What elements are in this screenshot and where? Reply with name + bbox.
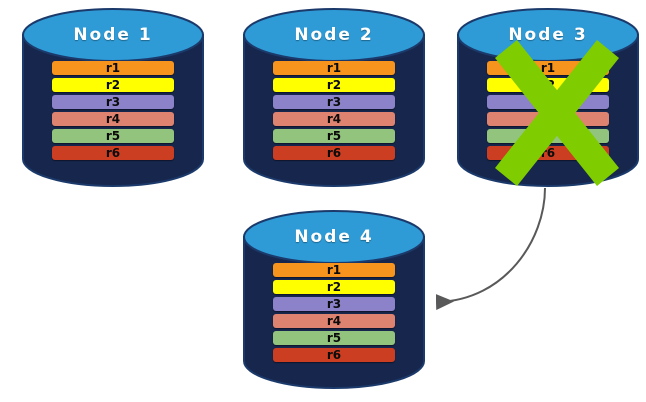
node-3-row-r2[interactable]: r2 [487,78,609,92]
node-4-row-r4[interactable]: r4 [273,314,395,328]
node-2-row-r3[interactable]: r3 [273,95,395,109]
node-3-rows: r1 r2 r3 r4 r5 r6 [487,61,609,160]
node-1-row-r6[interactable]: r6 [52,146,174,160]
node-4-row-r3[interactable]: r3 [273,297,395,311]
node-3-row-r3[interactable]: r3 [487,95,609,109]
node-1-row-r1[interactable]: r1 [52,61,174,75]
node-2[interactable]: Node 2 r1 r2 r3 r4 r5 r6 [243,8,425,187]
node-2-row-r5[interactable]: r5 [273,129,395,143]
node-4-row-r6[interactable]: r6 [273,348,395,362]
node-3-row-r4[interactable]: r4 [487,112,609,126]
node-4-row-r2[interactable]: r2 [273,280,395,294]
node-2-row-r6[interactable]: r6 [273,146,395,160]
node-2-row-r1[interactable]: r1 [273,61,395,75]
node-2-row-r2[interactable]: r2 [273,78,395,92]
node-1-row-r3[interactable]: r3 [52,95,174,109]
node-4-row-r1[interactable]: r1 [273,263,395,277]
node-3-row-r5[interactable]: r5 [487,129,609,143]
node-4-rows: r1 r2 r3 r4 r5 r6 [273,263,395,362]
node-2-rows: r1 r2 r3 r4 r5 r6 [273,61,395,160]
node-2-row-r4[interactable]: r4 [273,112,395,126]
node-4-row-r5[interactable]: r5 [273,331,395,345]
node-1[interactable]: Node 1 r1 r2 r3 r4 r5 r6 [22,8,204,187]
node-1-row-r2[interactable]: r2 [52,78,174,92]
node-1-row-r5[interactable]: r5 [52,129,174,143]
node-1-row-r4[interactable]: r4 [52,112,174,126]
node-3-row-r6[interactable]: r6 [487,146,609,160]
node-3-row-r1[interactable]: r1 [487,61,609,75]
node-1-rows: r1 r2 r3 r4 r5 r6 [52,61,174,160]
node-4[interactable]: Node 4 r1 r2 r3 r4 r5 r6 [243,210,425,389]
node-3[interactable]: Node 3 r1 r2 r3 r4 r5 r6 [457,8,639,187]
